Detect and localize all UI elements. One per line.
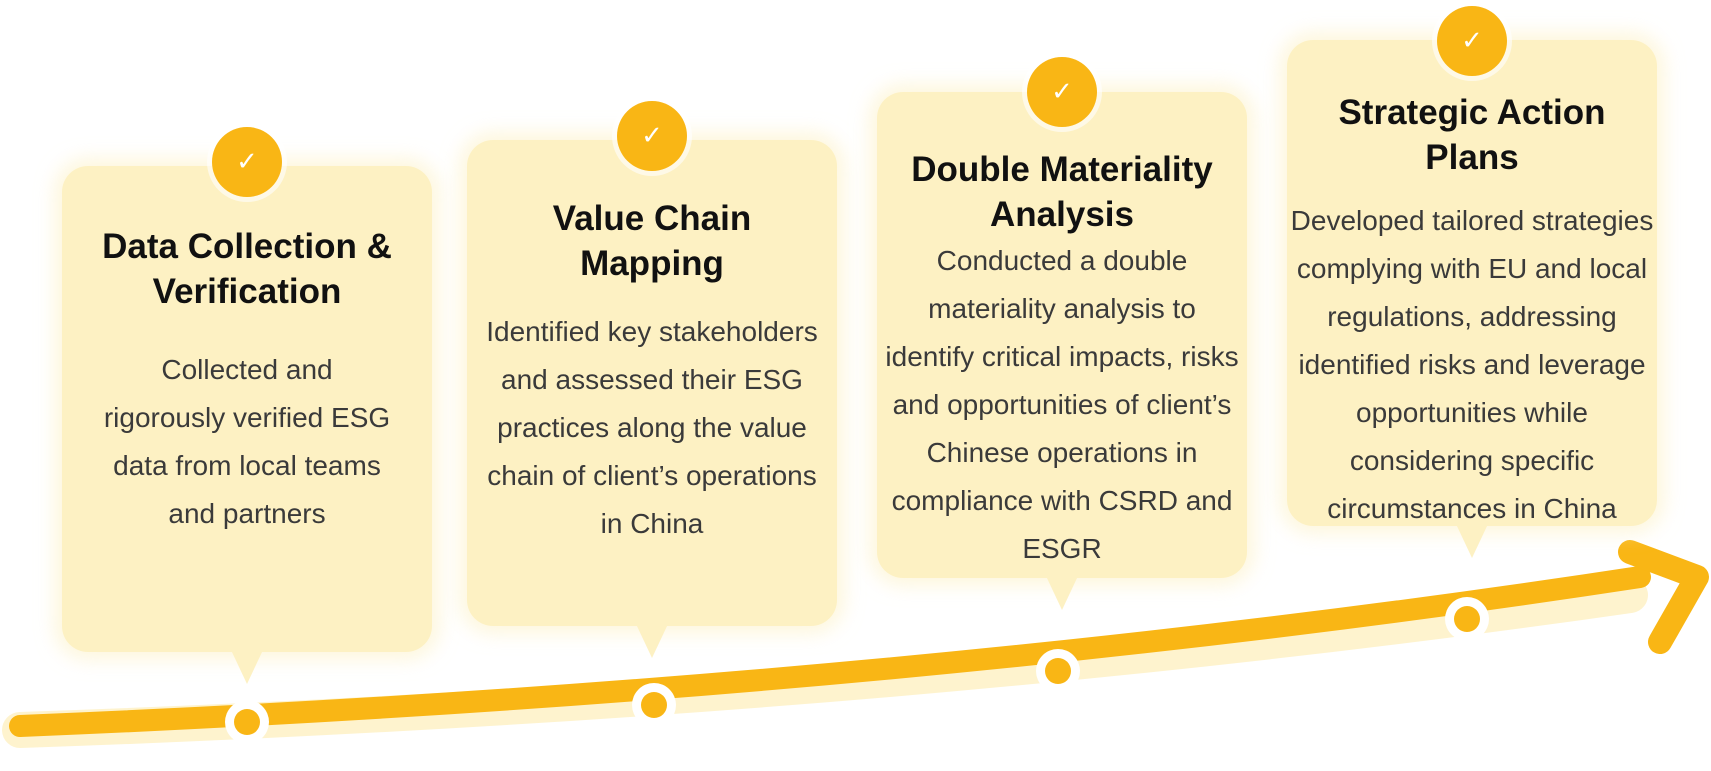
step-title: Value Chain Mapping [552, 199, 752, 283]
card-pointer [231, 650, 263, 684]
check-icon: ✓ [617, 101, 687, 171]
card-pointer [636, 624, 668, 658]
step-description: Developed tailored strategies complying … [1290, 205, 1654, 524]
check-icon: ✓ [1437, 6, 1507, 76]
step-card-data-collection: Data Collection & Verification Collected… [62, 166, 432, 652]
timeline-line [9, 566, 1651, 737]
arrowhead-icon [1618, 540, 1709, 654]
milestone-dot-icon [1445, 597, 1489, 641]
card-pointer [1456, 524, 1488, 558]
milestone-dot-icon [225, 700, 269, 744]
check-icon: ✓ [212, 127, 282, 197]
step-title: Double Materiality Analysis [911, 150, 1213, 234]
step-description: Conducted a double materiality analysis … [885, 245, 1239, 564]
step-title: Data Collection & Verification [102, 227, 392, 311]
check-icon: ✓ [1027, 57, 1097, 127]
milestone-dot-icon [632, 683, 676, 727]
step-card-strategic-action: Strategic Action Plans Developed tailore… [1287, 40, 1657, 526]
step-title: Strategic Action Plans [1338, 93, 1606, 177]
step-card-value-chain: Value Chain Mapping Identified key stake… [467, 140, 837, 626]
step-description: Identified key stakeholders and assessed… [486, 316, 818, 539]
card-pointer [1046, 576, 1078, 610]
step-card-double-materiality: Double Materiality Analysis Conducted a … [877, 92, 1247, 578]
step-description: Collected and rigorously verified ESG da… [103, 354, 391, 529]
milestone-dot-icon [1036, 649, 1080, 693]
